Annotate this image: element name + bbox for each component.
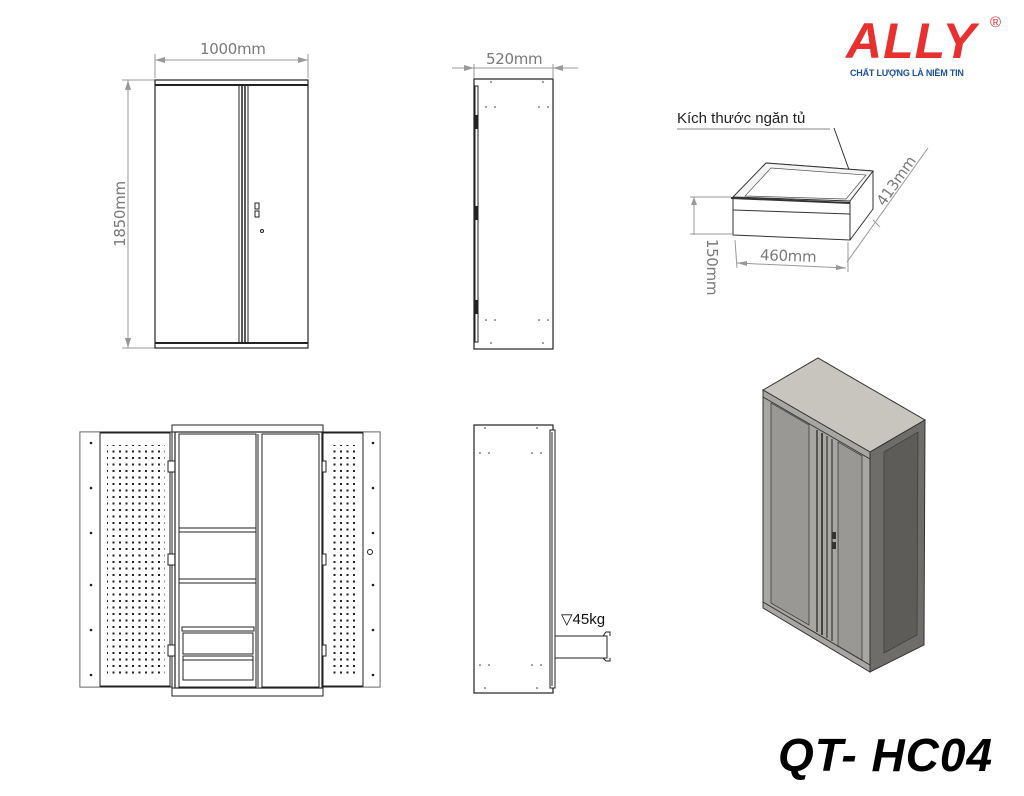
brand-tagline: CHẤT LƯỢNG LÀ NIỀM TIN [850, 68, 964, 78]
load-rating: ▽45kg [561, 610, 605, 628]
registered-mark: ® [990, 14, 1002, 31]
depth-label: 520mm [486, 50, 543, 68]
load-label: 45kg [572, 611, 606, 628]
brand-name: ALLY [846, 13, 977, 69]
drawer-callout: Kích thước ngăn tủ [677, 110, 806, 127]
model-number: QT- HC04 [778, 729, 994, 781]
width-label: 1000mm [200, 40, 266, 58]
load-symbol-icon: ▽ [561, 611, 573, 628]
